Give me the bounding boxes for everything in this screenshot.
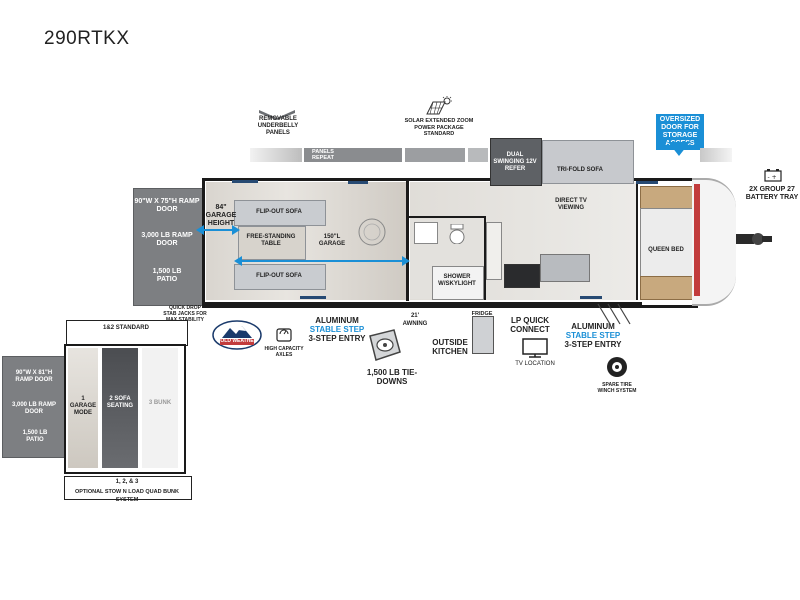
stable-step-left-line3: 3-STEP ENTRY	[308, 334, 366, 343]
ramp-door-size-label: 90"W x 75"H RAMP DOOR	[134, 198, 200, 213]
stable-step-right-line1: ALUMINUM	[571, 322, 615, 331]
inset-ramp-size-label: 90"W x 81"H RAMP DOOR	[15, 370, 53, 383]
window	[232, 180, 258, 183]
shower-label: SHOWER W/SKYLIGHT	[438, 274, 476, 287]
stable-step-left-line2: STABLE STEP	[309, 325, 365, 334]
tri-fold-sofa	[542, 140, 634, 184]
inset-bunk3-label: 3 BUNK	[148, 400, 172, 406]
queen-bed-label: QUEEN BED	[648, 247, 684, 253]
tie-downs-label: 1,500 LB TIE-DOWNS	[366, 368, 418, 386]
garage-length-arrow-icon	[234, 256, 410, 266]
window	[636, 181, 658, 184]
flip-out-sofa-bottom-label: FLIP-OUT SOFA	[256, 273, 302, 279]
bathroom-wall	[408, 216, 486, 218]
window	[580, 296, 602, 299]
brand-seal-icon	[358, 218, 386, 246]
inset-patio-label: 1,500 LB PATIO	[22, 430, 48, 443]
kitchen-counter	[486, 222, 502, 280]
outside-kitchen-unit	[472, 316, 494, 354]
battery-tray-label: 2X GROUP 27 BATTERY TRAY	[745, 186, 799, 201]
underbelly-stripe-4	[468, 148, 488, 162]
solar-package-label: SOLAR EXTENDED ZOOM POWER PACKAGE STANDA…	[404, 118, 474, 137]
high-capacity-axles-label: HIGH CAPACITY AXLES	[264, 346, 304, 358]
garage-divider-wall	[406, 180, 409, 301]
flip-out-sofa-top-label: FLIP-OUT SOFA	[256, 209, 302, 215]
inset-header-label: 1&2 STANDARD	[103, 325, 149, 331]
solar-panel-icon	[426, 96, 452, 115]
battery-icon: - +	[764, 169, 782, 182]
inset-footer-bottom: OPTIONAL STOW N LOAD QUAD BUNK SYSTEM	[75, 489, 179, 503]
flip-out-sofa-bottom	[234, 264, 326, 290]
window	[300, 296, 326, 299]
underbelly-stripe	[250, 148, 302, 162]
spare-tire-icon	[607, 357, 627, 377]
inset-header-box	[66, 320, 188, 346]
tie-down-icon	[369, 329, 401, 361]
garage-width-arrow-icon	[196, 225, 240, 235]
awning-label: 21' AWNING	[402, 313, 428, 327]
inset-bunk2-label: 2 SOFA SEATING	[106, 396, 134, 409]
garage-height-label: 84" GARAGE HEIGHT	[205, 204, 237, 227]
flip-out-sofa-top	[234, 200, 326, 226]
panels-repeat-label: PANELS REPEAT	[312, 149, 334, 161]
fridge-label: FRIDGE	[471, 311, 493, 317]
chassis-rail	[202, 302, 642, 305]
spare-tire-label: SPARE TIRE WINCH SYSTEM	[597, 382, 637, 394]
inset-bunk-3	[142, 348, 178, 468]
inset-outer-wall	[64, 344, 186, 474]
underbelly-panels-icon	[259, 110, 295, 120]
stable-step-right-line2: STABLE STEP	[565, 331, 621, 340]
page-title: 290RTKX	[44, 28, 130, 49]
stable-step-right-line3: 3-STEP ENTRY	[564, 340, 622, 349]
bed-nightstand-bottom	[640, 276, 694, 300]
outside-kitchen-label: OUTSIDE KITCHEN	[432, 338, 468, 356]
cold-weather-label: COLD WEATHER	[216, 338, 258, 344]
entry-step-icon	[597, 303, 631, 325]
ramp-capacity-label: 3,000 LB RAMP DOOR	[141, 232, 193, 247]
toilet-icon	[449, 224, 465, 244]
bed-nightstand-top	[640, 186, 694, 210]
trailer-nose-trim	[694, 184, 700, 296]
dual-swinging-label: DUAL SWINGING 12V REFER	[493, 152, 537, 172]
free-standing-table-label: FREE-STANDING TABLE	[246, 234, 296, 247]
lp-quick-connect-label: LP QUICK CONNECT	[510, 316, 550, 334]
hitch-icon	[736, 233, 772, 245]
tri-fold-sofa-label: TRI-FOLD SOFA	[557, 167, 603, 173]
free-standing-table	[238, 226, 306, 260]
inset-bunk-2	[102, 348, 138, 468]
bathroom-side-wall	[484, 216, 486, 300]
window	[348, 181, 368, 184]
kitchen-range	[504, 264, 540, 288]
inset-footer-box	[64, 476, 192, 500]
underbelly-stripe-repeat	[304, 148, 402, 162]
bedroom-wall	[636, 182, 638, 300]
removable-underbelly-label: REMOVABLE UNDERBELLY PANELS	[257, 116, 299, 136]
queen-bed	[640, 208, 694, 278]
tv-icon	[522, 338, 548, 358]
underbelly-stripe-3	[405, 148, 465, 162]
cold-weather-badge-icon	[212, 320, 262, 350]
inset-bunk-1	[68, 348, 98, 468]
svg-text:- +: - +	[768, 174, 777, 181]
dual-swinging-refer	[490, 138, 542, 186]
bathroom-sink	[414, 222, 438, 244]
kitchen-island	[540, 254, 590, 282]
axle-scale-icon	[276, 328, 292, 342]
stable-step-left-line1: ALUMINUM	[315, 316, 359, 325]
inset-ramp-door	[2, 356, 66, 458]
garage-length-label: 150"L GARAGE	[318, 234, 346, 247]
underbelly-stripe-5	[700, 148, 732, 162]
tv-location-label: TV LOCATION	[515, 361, 555, 367]
inset-footer-top: 1, 2, & 3	[115, 479, 139, 485]
ramp-door	[133, 188, 203, 306]
inset-ramp-capacity-label: 3,000 LB RAMP DOOR	[11, 402, 56, 415]
arrow-down-icon	[668, 142, 690, 156]
inset-bunk1-label: 1 GARAGE MODE	[69, 396, 97, 416]
shower	[432, 266, 484, 300]
patio-capacity-label: 1,500 LB PATIO	[152, 268, 182, 283]
direct-tv-label: DIRECT TV VIEWING	[555, 198, 587, 211]
